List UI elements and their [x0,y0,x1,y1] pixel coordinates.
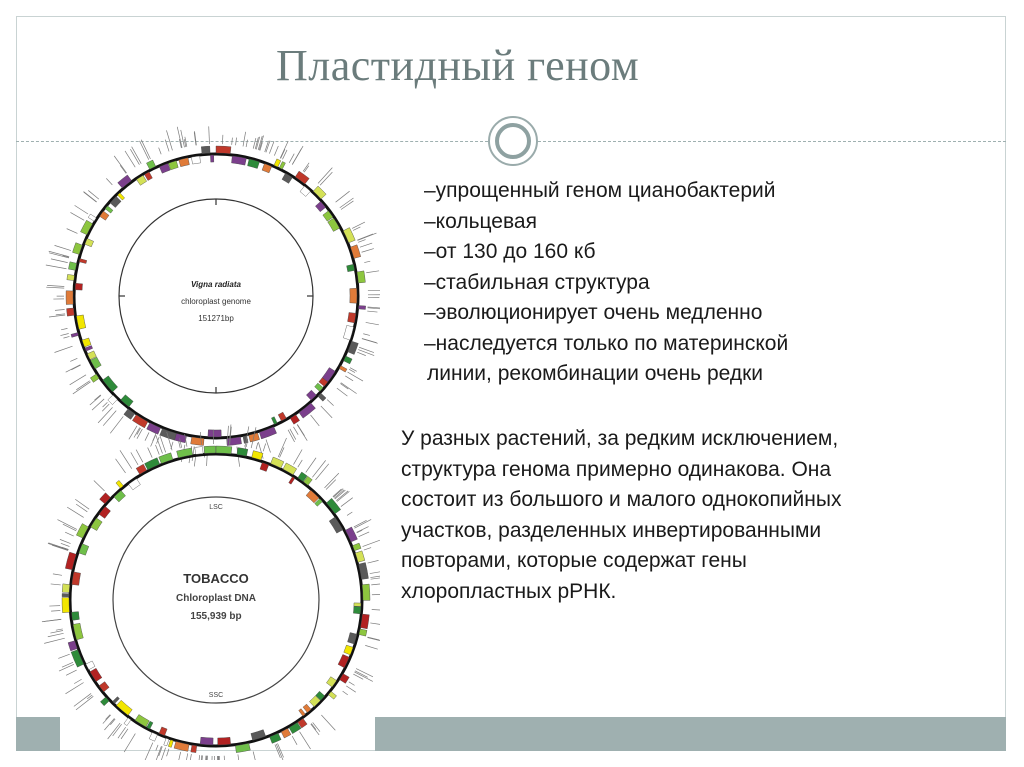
footer-bar-right [375,717,1006,751]
bullet-list: –упрощенный геном цианобактерий –кольцев… [424,176,894,390]
gene-blocks-2 [61,445,371,753]
genome-ring-1 [72,152,360,440]
paragraph-line: хлоропластных рРНК. [401,579,617,603]
map2-lsc-label: LSC [209,504,223,511]
description-paragraph: У разных растений, за редким исключением… [401,424,961,607]
genome-maps: Vigna radiata chloroplast genome 151271b… [41,126,380,760]
map1-species: Vigna radiata [191,280,241,289]
footer-bar-left [16,717,60,751]
paragraph-line: У разных растений, за редким исключением… [401,427,839,450]
slide-title: Пластидный геном [276,41,640,90]
map2-ssc-label: SSC [209,692,223,699]
paragraph-line: участков, разделенных инвертированными [401,518,822,542]
genome-inner-ring-2 [112,496,320,704]
genome-map-tobacco: LSC SSC TOBACCO Chloroplast DNA 155,939 … [41,424,380,760]
bullet-item: –стабильная структура [424,270,650,294]
bullet-item: –наследуется только по материнской [424,331,789,355]
map2-size: 155,939 bp [190,611,241,622]
bullet-item: –кольцевая [424,209,537,233]
bullet-item: –от 130 до 160 кб [424,240,596,263]
bullet-item-continuation: линии, рекомбинации очень редки [427,362,764,385]
genome-map-vigna: Vigna radiata chloroplast genome 151271b… [45,126,380,467]
map2-name: TOBACCO [183,571,248,586]
paragraph-line: структура генома примерно одинакова. Она [401,457,832,481]
bullet-item: –эволюционирует очень медленно [424,301,763,324]
genome-ring-2 [68,452,364,748]
map2-subtitle: Chloroplast DNA [176,593,256,604]
genome-inner-ring-1 [118,198,314,394]
gene-blocks-1 [65,145,366,446]
gene-ticks-outer-2 [41,424,380,760]
map1-size: 151271bp [198,314,234,323]
title-rule-left [16,141,488,142]
title-rule-right [538,141,1006,142]
map1-subtitle: chloroplast genome [181,297,251,306]
circle-ornament [488,116,538,166]
paragraph-line: состоит из большого и малого однокопийны… [401,488,842,511]
bullet-item: –упрощенный геном цианобактерий [424,179,776,202]
paragraph-line: повторами, которые содержат гены [401,549,747,572]
